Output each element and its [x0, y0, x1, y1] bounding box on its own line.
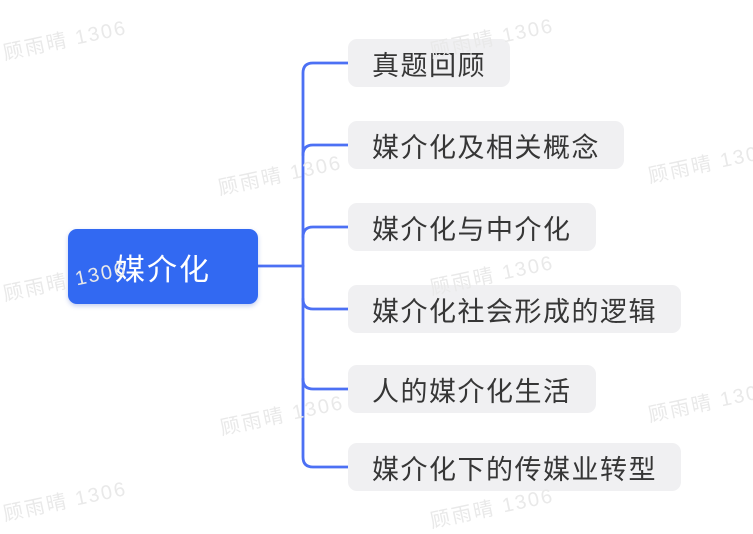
child-node-1[interactable]: 真题回顾: [348, 39, 510, 87]
connector-path: [301, 143, 351, 157]
root-node-mediatization[interactable]: 媒介化: [68, 229, 258, 304]
child-node-5[interactable]: 人的媒介化生活: [348, 365, 596, 413]
child-node-2[interactable]: 媒介化及相关概念: [348, 121, 624, 169]
connector-path: [301, 61, 351, 469]
child-node-label: 媒介化及相关概念: [372, 132, 600, 163]
child-node-label: 媒介化社会形成的逻辑: [372, 296, 657, 327]
child-node-4[interactable]: 媒介化社会形成的逻辑: [348, 285, 681, 333]
connector-path: [301, 297, 351, 311]
child-node-label: 真题回顾: [372, 50, 486, 81]
child-node-label: 人的媒介化生活: [372, 376, 572, 407]
child-node-6[interactable]: 媒介化下的传媒业转型: [348, 443, 681, 491]
connector-path: [301, 377, 351, 391]
connector-path: [301, 225, 351, 239]
child-node-label: 媒介化下的传媒业转型: [372, 454, 657, 485]
child-node-3[interactable]: 媒介化与中介化: [348, 203, 596, 251]
child-node-label: 媒介化与中介化: [372, 214, 572, 245]
root-node-label: 媒介化: [115, 253, 211, 287]
